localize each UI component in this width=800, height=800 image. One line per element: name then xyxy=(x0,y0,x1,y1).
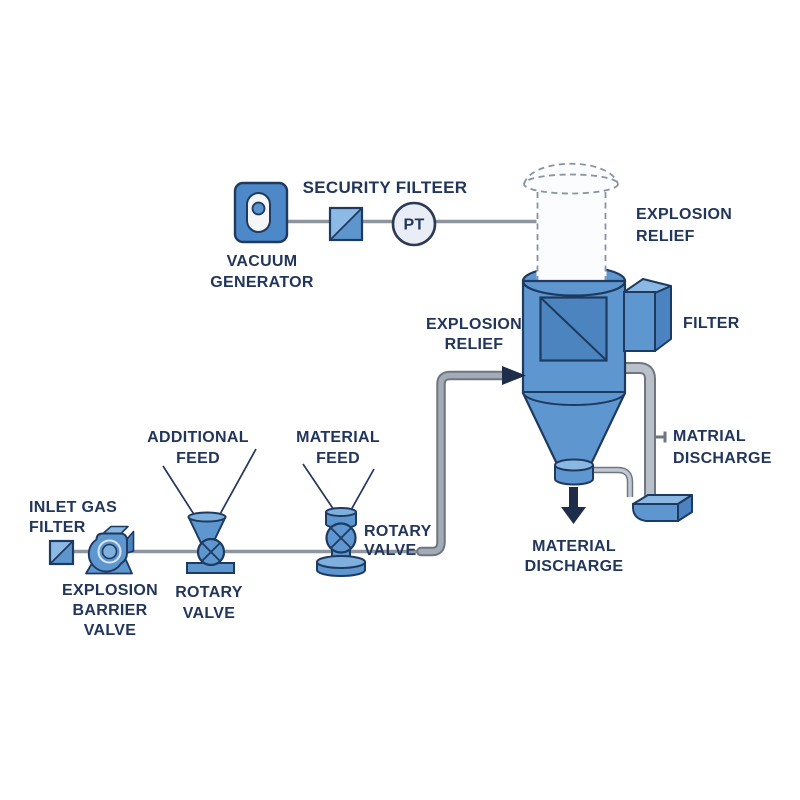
additional-feed-chute-lines xyxy=(162,448,257,517)
material-feed-label-line2: FEED xyxy=(316,450,360,467)
explosion-relief-inlet-label-line2: RELIEF xyxy=(445,336,504,353)
inlet-gas-filter-icon xyxy=(48,539,75,566)
vacuum-generator xyxy=(233,181,289,244)
additional-feed-label-line1: ADDITIONAL xyxy=(147,429,249,446)
material-discharge-side-label-line1: MATRIAL xyxy=(673,428,746,445)
pt-sensor-label: PT xyxy=(403,217,424,234)
pipe-tick-icon xyxy=(655,431,667,443)
vessel-filter-panel-icon xyxy=(539,296,608,362)
explosion-relief-top-label-line1: EXPLOSION xyxy=(636,206,732,223)
material-discharge-arrow-icon xyxy=(561,487,586,524)
explosion-relief-top-label-line2: RELIEF xyxy=(636,228,695,245)
vacuum-generator-label-line2: GENERATOR xyxy=(210,274,314,291)
outlet-bypass-pipe xyxy=(591,466,634,497)
filter-label: FILTER xyxy=(683,315,740,332)
filter-unit xyxy=(623,278,672,352)
security-filter-icon xyxy=(328,206,364,242)
explosion-relief-inlet-label-line1: EXPLOSION xyxy=(426,316,522,333)
rotary-valve-additional-label-line1: ROTARY xyxy=(175,584,243,601)
flow-arrow-icon xyxy=(502,366,526,385)
rotary-valve-material-label-line1: ROTARY xyxy=(364,523,432,540)
explosion-barrier-valve-label-line3: VALVE xyxy=(84,622,136,639)
feed-pipe xyxy=(416,370,511,557)
inlet-gas-filter-label-line1: INLET GAS xyxy=(29,499,117,516)
explosion-barrier-valve-label-line1: EXPLOSION xyxy=(62,582,158,599)
material-discharge-bottom-label-line1: MATERIAL xyxy=(532,538,616,555)
additional-feed-label-line2: FEED xyxy=(176,450,220,467)
pt-sensor: PT xyxy=(391,201,437,247)
discharge-shoe xyxy=(632,494,693,522)
vacuum-generator-label-line1: VACUUM xyxy=(227,253,298,270)
vessel-outlet xyxy=(554,458,594,486)
rotary-valve-additional xyxy=(186,511,235,574)
security-filter-label: SECURITY FILTEER xyxy=(303,178,468,197)
explosion-relief-vent xyxy=(523,162,619,286)
material-feed-chute-lines xyxy=(302,463,375,511)
rotary-valve-material-label-line2: VALVE xyxy=(364,542,416,559)
filter-discharge-pipe xyxy=(620,362,656,500)
rotary-valve-additional-label-line2: VALVE xyxy=(183,605,235,622)
inlet-gas-filter-label-line2: FILTER xyxy=(29,519,86,536)
material-discharge-bottom-label-line2: DISCHARGE xyxy=(525,558,624,575)
rotary-valve-material xyxy=(316,507,366,577)
material-discharge-side-label-line2: DISCHARGE xyxy=(673,450,772,467)
explosion-barrier-valve-label-line2: BARRIER xyxy=(73,602,148,619)
receiver-vessel xyxy=(521,162,627,486)
explosion-barrier-valve-device xyxy=(85,525,135,575)
material-feed-label-line1: MATERIAL xyxy=(296,429,380,446)
